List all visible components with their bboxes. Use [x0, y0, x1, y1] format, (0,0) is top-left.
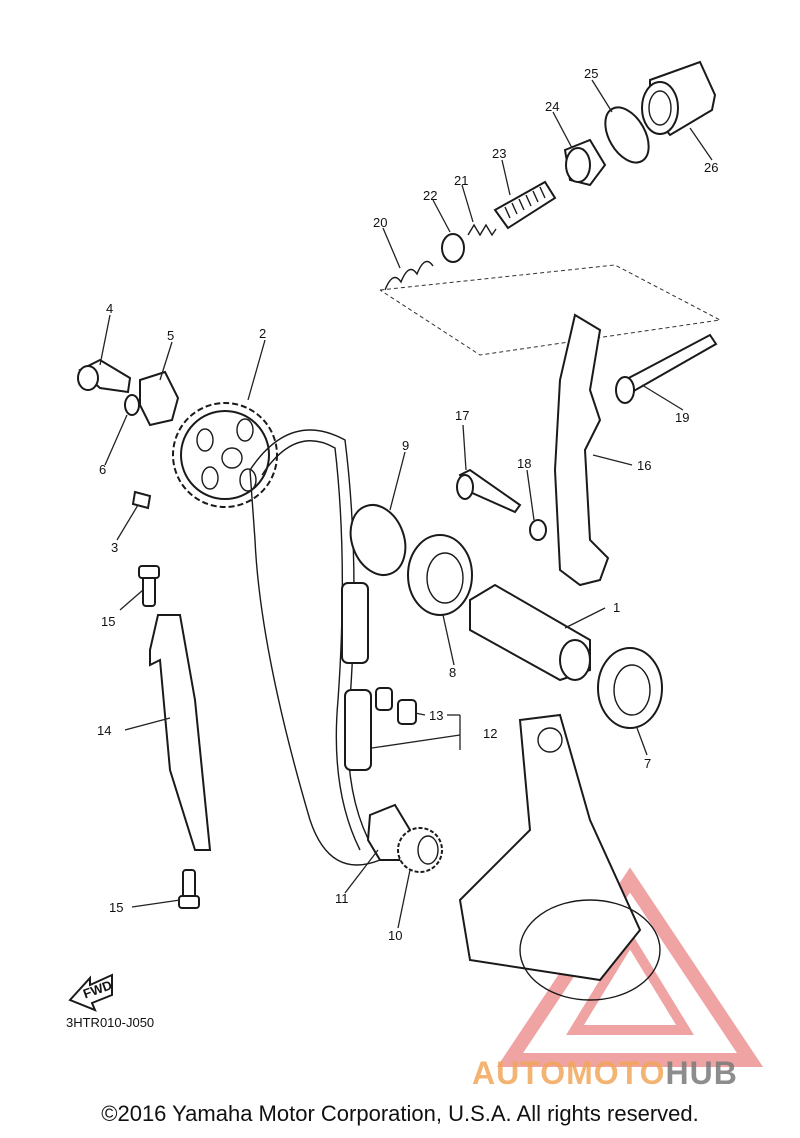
callout-17: 17 [455, 408, 469, 423]
washer[interactable] [124, 394, 140, 416]
bearing-circlip[interactable] [341, 497, 414, 582]
o-ring[interactable] [596, 100, 657, 170]
guide-bolt[interactable] [615, 333, 718, 404]
callout-13: 13 [429, 708, 443, 723]
callout-2: 2 [259, 326, 266, 341]
brand-part-b: HUB [665, 1055, 738, 1091]
callout-9: 9 [402, 438, 409, 453]
callout-26: 26 [704, 160, 718, 175]
callout-12: 12 [483, 726, 497, 741]
chain-links[interactable] [341, 582, 372, 771]
diagram-code: 3HTR010-J050 [66, 1015, 155, 1030]
callout-20: 20 [373, 215, 387, 230]
callout-5: 5 [167, 328, 174, 343]
lock-plate[interactable] [139, 370, 180, 427]
brand-part-a: AUTOMOTO [472, 1055, 666, 1091]
callout-11: 11 [335, 891, 349, 906]
callout-18: 18 [517, 456, 531, 471]
camshaft[interactable] [469, 583, 591, 682]
assembly-outline [379, 264, 722, 356]
sprocket-bolt[interactable] [77, 358, 132, 394]
callout-10: 10 [388, 928, 402, 943]
timing-chain[interactable] [249, 429, 382, 866]
callout-22: 22 [423, 188, 437, 203]
callout-1: 1 [613, 600, 620, 615]
circlip[interactable] [529, 519, 547, 541]
callout-4: 4 [106, 301, 113, 316]
master-link[interactable] [375, 687, 417, 725]
tensioner-nut[interactable] [563, 138, 607, 187]
callout-16: 16 [637, 458, 651, 473]
callout-25: 25 [584, 66, 598, 81]
callout-15-lower: 15 [109, 900, 123, 915]
crank-sprocket[interactable] [397, 827, 443, 873]
stopper-guide[interactable] [456, 468, 522, 514]
tensioner-washer[interactable] [441, 233, 465, 263]
callout-21: 21 [454, 173, 468, 188]
fwd-arrow-icon: FWD [68, 973, 114, 1012]
callout-23: 23 [492, 146, 506, 161]
callout-numbers: 1 2 3 4 5 6 7 8 9 10 11 12 13 14 15 15 1… [97, 66, 718, 943]
leader-lines [99, 79, 713, 929]
guide-bolt-upper[interactable] [138, 565, 160, 607]
dowel-pin[interactable] [131, 490, 152, 510]
guide-bolt-lower[interactable] [178, 869, 200, 909]
watermark-brand: AUTOMOTOHUB [472, 1055, 738, 1092]
spring-large[interactable] [384, 260, 434, 291]
crankshaft[interactable] [458, 713, 661, 1001]
copyright-notice: ©2016 Yamaha Motor Corporation, U.S.A. A… [101, 1101, 699, 1126]
callout-19: 19 [675, 410, 689, 425]
tensioner-cap[interactable] [641, 60, 717, 137]
spring-small[interactable] [467, 223, 497, 237]
bearing-left[interactable] [407, 534, 473, 616]
tensioner-rod[interactable] [493, 180, 557, 230]
callout-14: 14 [97, 723, 111, 738]
callout-3: 3 [111, 540, 118, 555]
bearing-right[interactable] [597, 647, 663, 729]
callout-15-upper: 15 [101, 614, 115, 629]
callout-7: 7 [644, 756, 651, 771]
callout-24: 24 [545, 99, 559, 114]
chain-guide[interactable] [149, 614, 212, 851]
tensioner-guide[interactable] [553, 313, 610, 587]
callout-8: 8 [449, 665, 456, 680]
callout-6: 6 [99, 462, 106, 477]
